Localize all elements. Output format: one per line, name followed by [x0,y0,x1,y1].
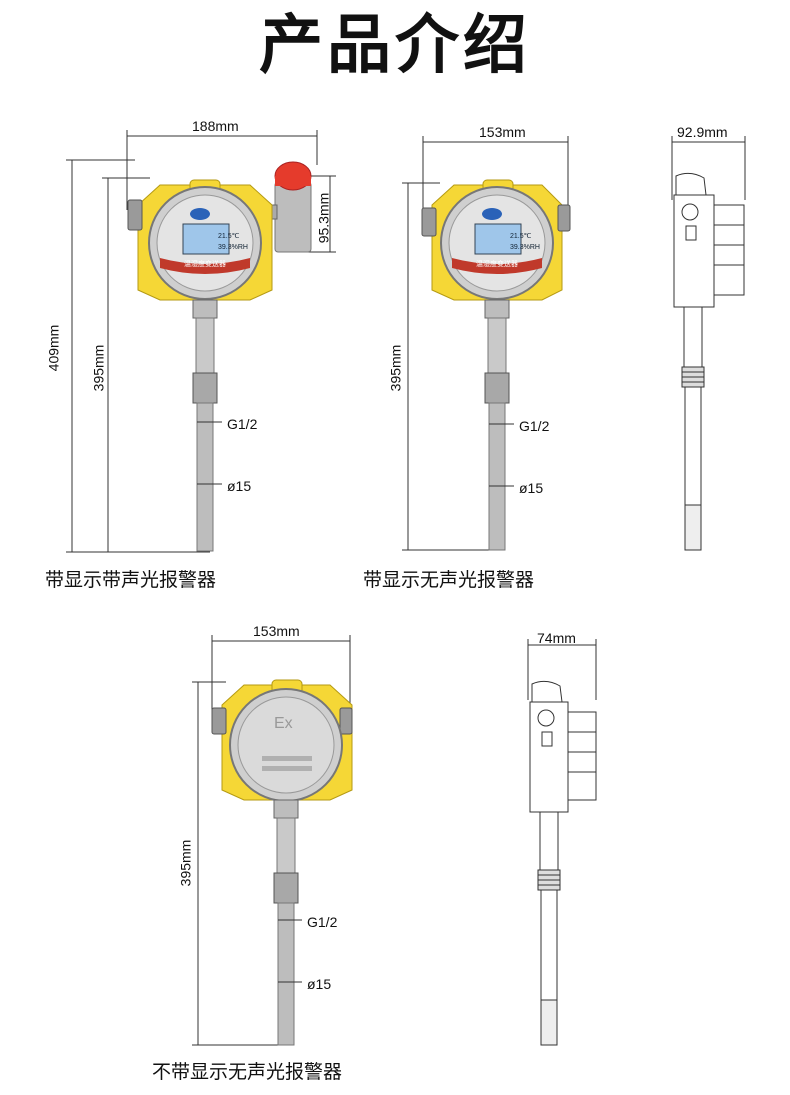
product-2-caption: 带显示无声光报警器 [363,569,535,591]
product-3-thread-label: G1/2 [307,914,338,930]
product-1-width-label: 188mm [192,118,239,134]
side-view-2-outline [529,680,597,1046]
product-2-housing [421,179,571,301]
product-1-caption: 带显示带声光报警器 [45,569,217,591]
product-2-thread-label: G1/2 [519,418,550,434]
product-2-band-label: 温湿度变送器 [476,259,518,268]
product-2-diameter-label: ø15 [519,480,544,496]
product-2-screen-line2: 39.3%RH [510,244,540,251]
product-1-probe [192,299,222,552]
product-3-caption: 不带显示无声光报警器 [152,1061,343,1083]
product-1-band-label: 温湿度变送器 [184,259,226,268]
product-2-dimension-lines [402,136,569,551]
product-3-dimension-lines [192,635,351,1046]
product-2-probe [484,299,514,551]
side-view-1-width-label: 92.9mm [677,124,728,140]
product-1-housing [127,179,273,301]
product-1-dimension-lines [66,130,336,553]
product-3-probe [273,799,302,1046]
product-1-diameter-label: ø15 [227,478,252,494]
product-3-width-label: 153mm [253,623,300,639]
side-view-2-width-label: 74mm [537,630,576,646]
product-3-cover-mark: Ex [274,715,293,732]
product-1-screen-line1: 21.5℃ [218,233,240,240]
product-3-diameter-label: ø15 [307,976,332,992]
product-2-screen-line1: 21.5℃ [510,233,532,240]
product-1-screen-line2: 39.3%RH [218,244,248,251]
side-view-1-outline [673,172,745,551]
product-1-thread-label: G1/2 [227,416,258,432]
product-3-housing [211,679,353,802]
product-2-width-label: 153mm [479,124,526,140]
page-title: 产品介绍 [259,9,531,83]
